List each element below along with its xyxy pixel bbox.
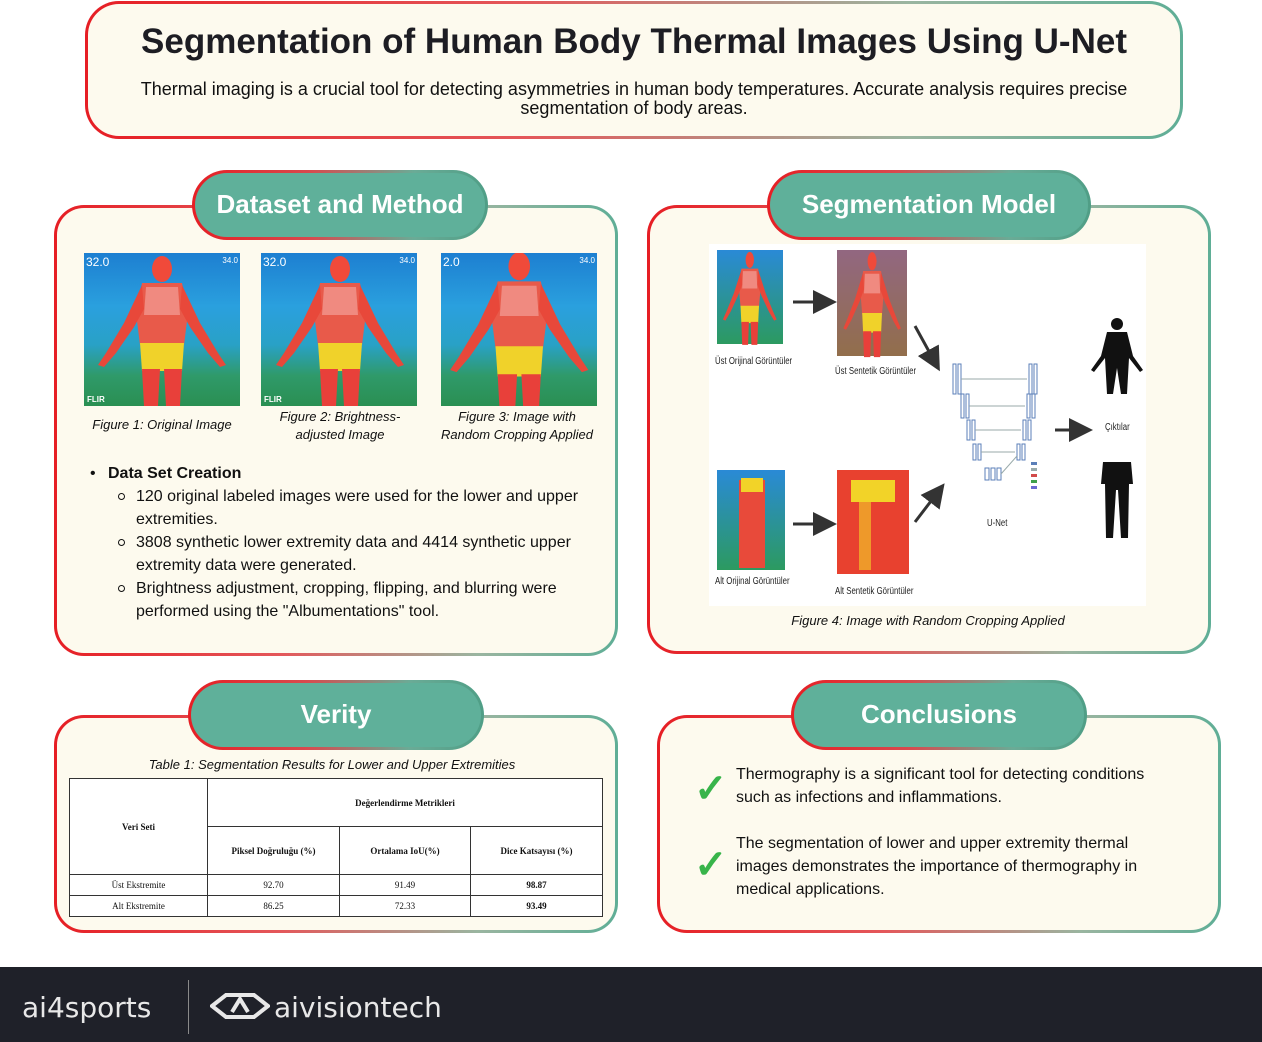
conclusion-item: The segmentation of lower and upper extr… [736,835,1138,898]
table-row: Üst Ekstremite 92.70 91.49 98.87 [69,874,603,896]
footer-divider [188,980,189,1034]
col-header: Dice Katsayısı (%) [470,826,603,875]
unet-legend [1031,462,1037,489]
dataset-sublist: 120 original labeled images were used fo… [86,485,606,623]
table-row: Alt Ekstremite 86.25 72.33 93.49 [69,895,603,917]
list-heading: Data Set Creation [108,465,242,482]
figure-2-caption: Figure 2: Brightness-adjusted Image [279,409,401,442]
temp-scale-max: 34.0 [399,256,415,265]
figure-1-caption: Figure 1: Original Image [92,417,232,432]
cell: 92.70 [207,874,340,896]
cell: 86.25 [207,895,340,917]
aivisiontech-logo-icon [210,993,270,1019]
conclusion-item: Thermography is a significant tool for d… [736,766,1145,806]
conclusions-panel [657,715,1221,933]
bullet-icon: • [90,465,96,482]
cell: 98.87 [470,874,603,896]
circle-bullet-icon [118,493,125,500]
cell: 93.49 [470,895,603,917]
unet-diagram [952,363,1038,481]
figure-3-caption: Figure 3: Image with Random Cropping App… [440,409,593,442]
checkmark-icon: ✓ [694,843,728,887]
dataset-creation-list: • Data Set Creation 120 original labeled… [86,462,606,623]
list-item: 120 original labeled images were used fo… [114,485,606,531]
row-name: Alt Ekstremite [69,895,208,917]
list-item: Brightness adjustment, cropping, flippin… [114,577,606,623]
thermal-body-figure [98,256,226,406]
row-name: Üst Ekstremite [69,874,208,896]
list-item-text: 3808 synthetic lower extremity data and … [136,534,571,574]
aivisiontech-logo: aivisiontech [274,991,442,1024]
cell: 91.49 [339,874,471,896]
list-item-text: Brightness adjustment, cropping, flippin… [136,580,557,620]
flir-logo: FLIR [264,395,282,404]
lower-original-label: Alt Orijinal Görüntüler [715,576,790,587]
table-1-caption: Table 1: Segmentation Results for Lower … [148,757,516,772]
segmentation-pipeline-figure: Üst Orijinal Görüntüler Üst Sentetik Gör… [709,244,1146,606]
thermal-image-original: 32.0 34.0 FLIR [84,253,240,406]
thermal-image-cropped: 2.0 34.0 [441,253,597,406]
thermal-body-figure [450,253,589,406]
col-group-header: Değerlendirme Metrikleri [207,778,603,827]
output-silhouettes [1091,318,1143,538]
col-header: Ortalama IoU(%) [339,826,471,875]
circle-bullet-icon [118,539,125,546]
verity-heading: Verity [188,680,484,750]
poster-intro: Thermal imaging is a crucial tool for de… [140,79,1128,118]
segmentation-results-table: Veri Seti Değerlendirme Metrikleri Pikse… [69,778,603,917]
lower-synthetic-label: Alt Sentetik Görüntüler [835,586,914,597]
list-item-text: 120 original labeled images were used fo… [136,488,579,528]
header-banner: Segmentation of Human Body Thermal Image… [85,1,1183,139]
list-heading-item: • Data Set Creation [86,462,606,485]
poster-title: Segmentation of Human Body Thermal Image… [141,22,1127,61]
segmentation-model-heading: Segmentation Model [767,170,1091,240]
col-dataset-header: Veri Seti [69,778,208,875]
temp-scale-max: 34.0 [579,256,595,265]
unet-label: U-Net [987,518,1008,529]
temp-scale-min: 2.0 [443,255,460,269]
footer-bar: ai4sports aivisiontech [0,967,1262,1042]
list-item: 3808 synthetic lower extremity data and … [114,531,606,577]
checkmark-icon: ✓ [694,767,728,811]
outputs-label: Çıktılar [1105,422,1130,433]
upper-synthetic-label: Üst Sentetik Görüntüler [835,366,917,377]
flir-logo: FLIR [87,395,105,404]
pipeline-diagram [717,250,1143,574]
temp-scale-min: 32.0 [263,255,287,269]
thermal-body-figure [276,256,404,406]
upper-original-label: Üst Orijinal Görüntüler [715,356,793,367]
temp-scale-max: 34.0 [222,256,238,265]
cell: 72.33 [339,895,471,917]
dataset-method-heading: Dataset and Method [192,170,488,240]
col-header: Piksel Doğruluğu (%) [207,826,340,875]
circle-bullet-icon [118,585,125,592]
ai4sports-logo: ai4sports [22,991,152,1024]
figure-4-caption: Figure 4: Image with Random Cropping App… [791,613,1065,628]
conclusions-heading: Conclusions [791,680,1087,750]
temp-scale-min: 32.0 [86,255,110,269]
thermal-image-brightness: 32.0 34.0 FLIR [261,253,417,406]
